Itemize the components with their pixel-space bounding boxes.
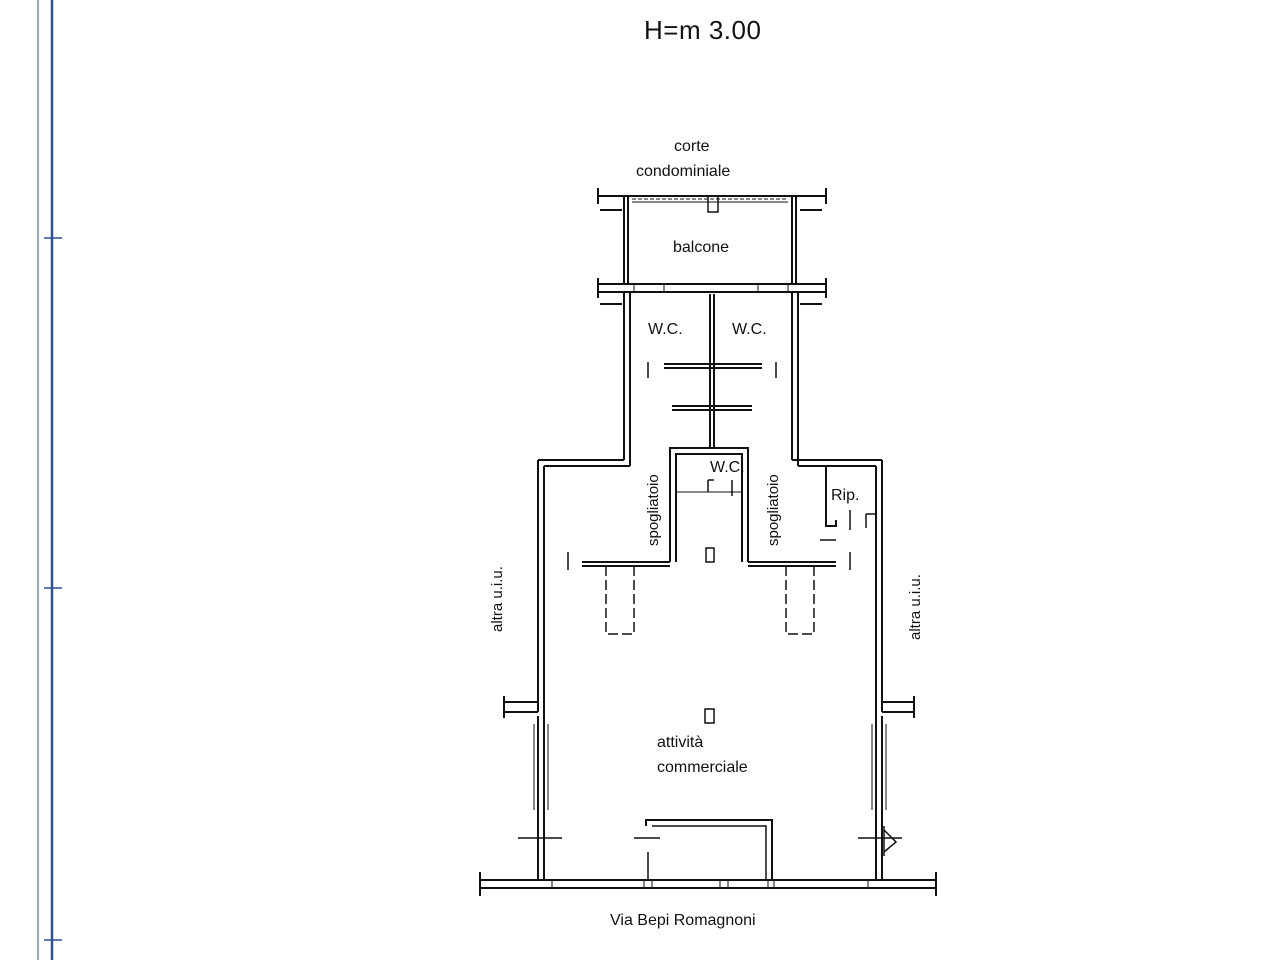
- shop-label-line2: commerciale: [657, 759, 748, 776]
- height-note: H=m 3.00: [644, 15, 762, 45]
- changing-room-right-label: spogliatoio: [765, 474, 782, 546]
- courtyard-label-line2: condominiale: [636, 163, 731, 180]
- wc-left-label: W.C.: [648, 321, 683, 338]
- wc-right-label: W.C.: [732, 321, 767, 338]
- walls: [480, 188, 936, 896]
- neighbor-unit-right-label: altra u.i.u.: [907, 574, 924, 640]
- storage-label: Rip.: [831, 487, 860, 504]
- wc-center-label: W.C.: [710, 459, 745, 476]
- shop-label-line1: attività: [657, 734, 704, 751]
- street-label: Via Bepi Romagnoni: [610, 912, 756, 929]
- balcony-label: balcone: [673, 239, 730, 256]
- neighbor-unit-left-label: altra u.i.u.: [489, 566, 506, 632]
- changing-room-left-label: spogliatoio: [645, 474, 662, 546]
- sheet-margin: [38, 0, 62, 960]
- courtyard-label-line1: corte: [674, 138, 710, 155]
